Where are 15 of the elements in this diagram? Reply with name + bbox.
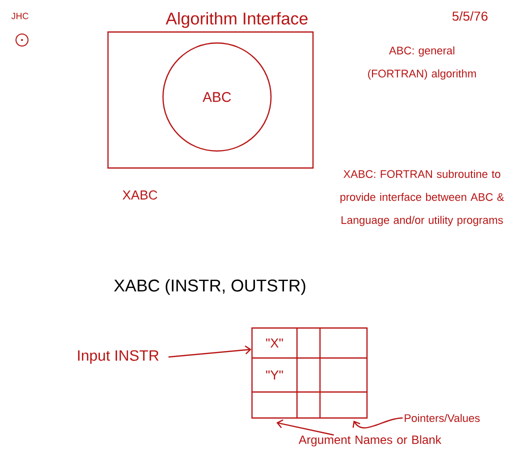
title: Algorithm Interface <box>166 12 308 28</box>
arrow <box>276 419 334 436</box>
cell-text: "Y" <box>266 370 283 380</box>
date: 5/5/76 <box>452 11 488 21</box>
function-signature: XABC (INSTR, OUTSTR) <box>114 279 306 295</box>
callout-text: Argument Names or Blank <box>298 435 442 446</box>
input-label: Input INSTR <box>78 350 159 364</box>
box-heading: XABC <box>122 190 158 200</box>
callout-text: Pointers/Values <box>404 414 480 422</box>
note: XABC: FORTRAN subroutine to provide interface between ABC & Language and/or utility programs <box>340 170 504 226</box>
arrow <box>168 345 252 358</box>
arrow <box>352 417 403 428</box>
initials: JHC <box>11 12 28 20</box>
note: ABC: general (FORTRAN) algorithm <box>368 46 476 80</box>
cell-text: "X" <box>266 338 283 348</box>
